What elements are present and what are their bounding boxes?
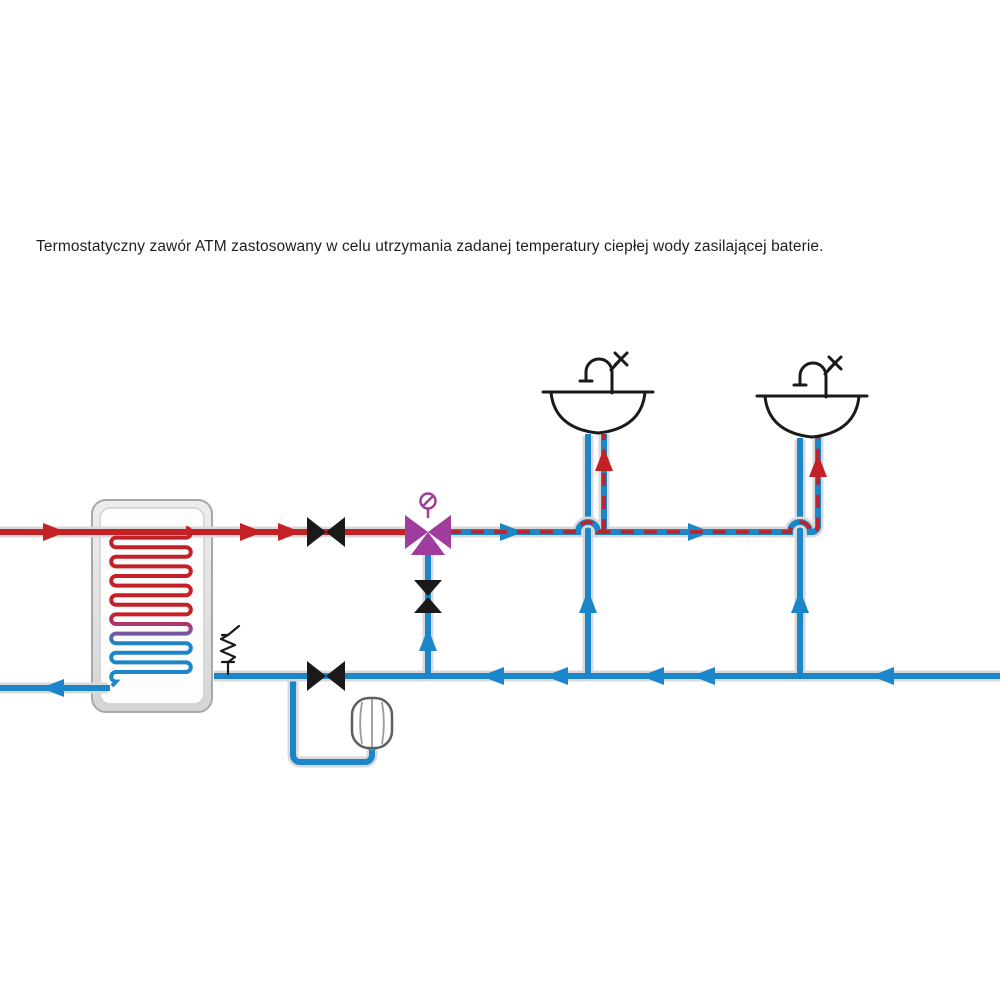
- diagram-caption: Termostatyczny zawór ATM zastosowany w c…: [36, 238, 824, 255]
- faucet-right-icon: [792, 355, 843, 399]
- flow-arrow-up: [809, 454, 827, 477]
- heating-coil: [109, 526, 193, 688]
- safety-valve-icon: [219, 624, 241, 676]
- mixed-water-dashes: [448, 434, 820, 534]
- expansion-vessel-pipe: [287, 671, 378, 768]
- mixed-main: [448, 434, 821, 535]
- mixed-water-pipe: [448, 434, 824, 538]
- flow-arrow-left: [692, 667, 715, 685]
- flow-arrow-right: [500, 523, 523, 541]
- check-valve-icon: [414, 580, 442, 613]
- flow-arrow-left: [41, 679, 64, 697]
- flow-arrow-right: [240, 523, 263, 541]
- flow-arrow-left: [545, 667, 568, 685]
- basin-bowl: [549, 390, 647, 435]
- flow-arrow-right: [278, 523, 301, 541]
- flow-arrow-left: [871, 667, 894, 685]
- hot-flow-arrows: [43, 523, 301, 541]
- flow-arrow-right: [43, 523, 66, 541]
- flow-arrow-up: [579, 590, 597, 613]
- basin-bowl: [763, 394, 861, 439]
- flow-arrow-up: [419, 628, 437, 651]
- washbasin-right-icon: [755, 355, 869, 439]
- expansion-vessel-icon: [350, 696, 394, 750]
- shutoff-valve-hot-icon: [307, 517, 345, 547]
- flow-arrow-left: [641, 667, 664, 685]
- faucet-left-icon: [578, 351, 629, 395]
- flow-arrow-up: [791, 590, 809, 613]
- flow-arrow-left: [481, 667, 504, 685]
- washbasin-left-icon: [541, 351, 655, 435]
- cold-flow-arrows: [41, 590, 894, 697]
- atm-mixing-valve-icon: [405, 492, 451, 555]
- shutoff-valve-cold-icon: [307, 661, 345, 691]
